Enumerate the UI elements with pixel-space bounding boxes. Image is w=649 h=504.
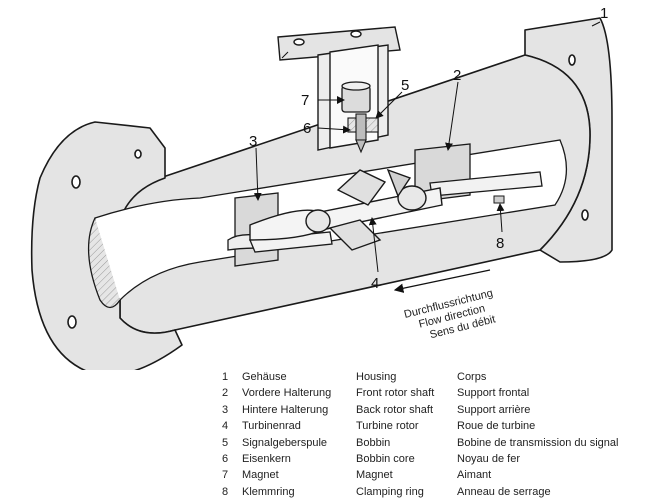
legend-english: Bobbin [356,436,391,449]
legend-german: Vordere Halterung [242,387,332,400]
callout-6: 6 [303,120,311,137]
legend-german: Signalgeberspule [242,436,328,449]
callout-1: 1 [600,5,608,22]
legend-row: 3 Hintere Halterung Back rotor shaft Suppor… [222,402,618,418]
legend-number: 7 [222,469,229,482]
legend-row: 5 Signalgeberspule Bobbin Bobine de transmi… [222,435,618,451]
legend-number: 5 [222,436,229,449]
callout-8: 8 [496,235,504,252]
legend-number: 2 [222,387,229,400]
legend-german: Hintere Halterung [242,403,329,416]
legend-row: 6 Eisenkern Bobbin core Noyau de fer [222,451,618,467]
turbine-flowmeter-diagram: 1 2 3 4 5 6 7 8 Durchflussrichtung Flow … [30,5,613,370]
legend-english: Front rotor shaft [356,387,435,400]
callout-2: 2 [453,67,461,84]
legend-number: 8 [222,485,229,498]
legend-french: Corps [457,371,487,383]
legend-row: 2 Vordere Halterung Front rotor shaft Suppo… [222,385,618,401]
legend-french: Anneau de serrage [457,485,551,498]
legend-french: Bobine de transmission du signal [457,436,619,449]
legend-english: Back rotor shaft [356,403,434,416]
legend-number: 4 [222,420,229,433]
legend-row: 4 Turbinenrad Turbine rotor Roue de turbine [222,418,618,434]
legend-row: 8 Klemmring Clamping ring Anneau de serrage [222,484,618,500]
flow-direction-arrow [393,269,491,293]
legend-german: Gehäuse [242,371,287,383]
legend-number: 1 [222,371,229,383]
legend-french: Aimant [457,469,492,482]
legend-german: Magnet [242,469,279,482]
legend-row: 1 Gehäuse Housing Corps [222,369,618,385]
legend-number: 6 [222,453,229,466]
legend-german: Klemmring [242,485,295,498]
callout-3: 3 [249,133,257,150]
callout-labels: 1 2 3 4 5 6 7 8 [249,5,608,292]
legend-french: Noyau de fer [457,453,520,466]
callout-7: 7 [301,92,309,109]
legend-french: Support frontal [457,387,530,400]
legend-french: Support arrière [457,403,531,416]
callout-5: 5 [401,77,409,94]
legend-french: Roue de turbine [457,420,536,433]
legend-english: Clamping ring [356,485,424,498]
flow-direction: Durchflussrichtung Flow direction Sens d… [393,269,497,341]
magnet [341,81,371,113]
parts-legend: 1 Gehäuse Housing Corps 2 Vordere Halterung Fr… [222,369,618,500]
clamping-ring [493,195,505,204]
legend-number: 3 [222,403,229,416]
legend-german: Eisenkern [242,453,291,466]
legend-english: Magnet [356,469,393,482]
leader-lines [253,21,601,273]
legend-english: Turbine rotor [356,420,419,433]
bobbin-and-core [347,113,379,154]
legend-row: 7 Magnet Magnet Aimant [222,467,618,483]
callout-4: 4 [371,275,379,292]
legend-english: Bobbin core [356,453,415,466]
legend-german: Turbinenrad [242,420,301,433]
legend-english: Housing [356,371,397,383]
turbine-rotor [249,168,443,251]
